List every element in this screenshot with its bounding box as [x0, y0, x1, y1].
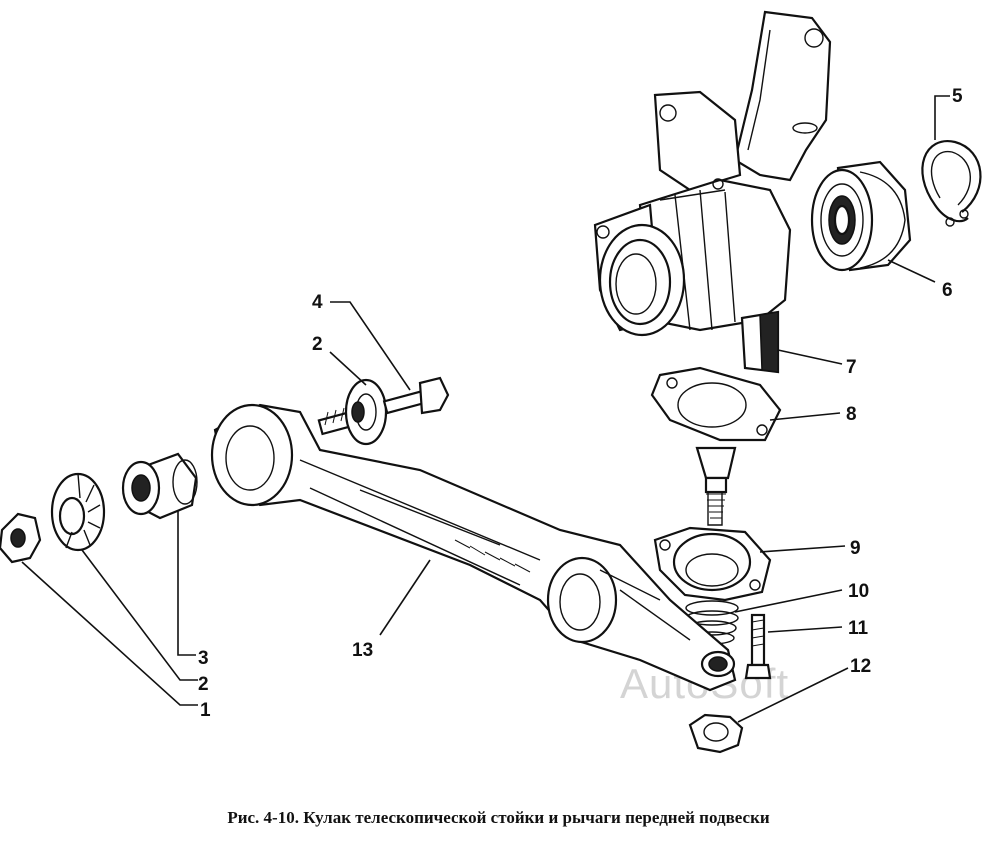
callout-10: 10: [848, 581, 869, 602]
arm-bolt: [317, 376, 450, 446]
figure-caption: Рис. 4-10. Кулак телескопической стойки …: [227, 808, 770, 827]
callout-11: 11: [848, 618, 869, 639]
lower-control-arm: [210, 403, 737, 692]
retaining-ring: [921, 140, 982, 227]
callout-2-lower: 2: [198, 674, 209, 695]
callout-labels: 1 2 3 2 4 5 6 7 8 9 10 11 12 13: [198, 86, 963, 721]
ball-joint-lower-flange: [653, 526, 772, 645]
steering-knuckle: [593, 10, 832, 374]
callout-12: 12: [850, 656, 871, 677]
callout-8: 8: [846, 404, 857, 425]
nut-1: [0, 512, 42, 564]
pinch-bolt: [744, 613, 772, 680]
callout-6: 6: [942, 280, 953, 301]
callout-13: 13: [352, 640, 373, 661]
rubber-bushing: [121, 452, 198, 520]
callout-2-upper: 2: [312, 334, 323, 355]
callout-4: 4: [312, 292, 323, 313]
callout-7: 7: [846, 357, 857, 378]
callout-9: 9: [850, 538, 861, 559]
nut-12: [688, 713, 744, 754]
callout-3: 3: [198, 648, 209, 669]
callout-5: 5: [952, 86, 963, 107]
ribbed-washer: [50, 472, 106, 552]
wheel-bearing: [810, 160, 912, 272]
callout-1: 1: [200, 700, 211, 721]
leader-lines: [21, 95, 950, 723]
ball-joint-upper-flange: [650, 366, 782, 526]
